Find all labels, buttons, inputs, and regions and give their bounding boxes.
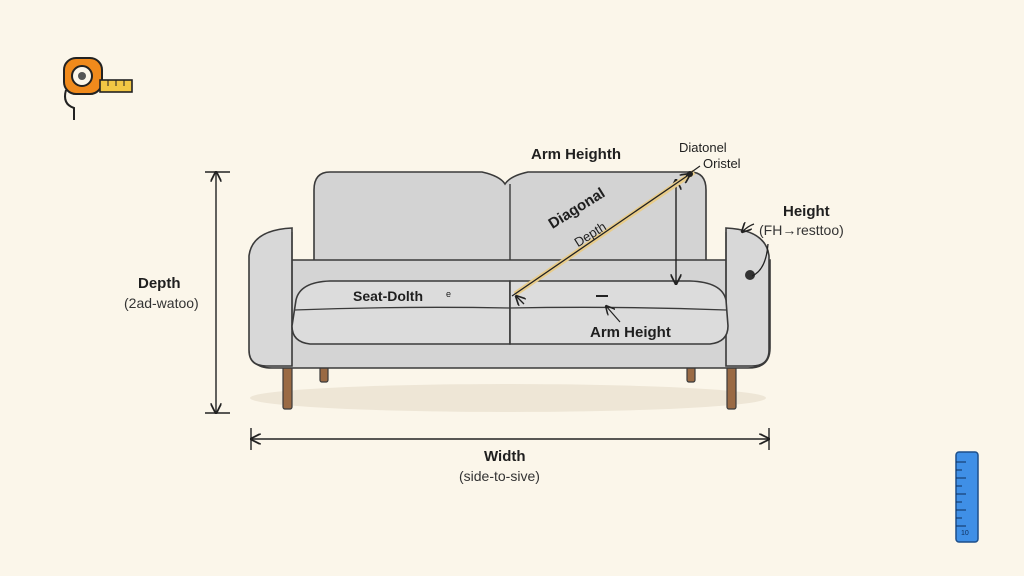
width-sublabel: (side-to-sive) — [459, 468, 540, 484]
height-pointer-line — [751, 243, 769, 277]
arm-button — [745, 270, 755, 280]
seat-depth-suffix: e — [446, 289, 452, 299]
height-sublabel: (FH→resttoo) — [759, 222, 844, 238]
width-dimension-line — [251, 428, 769, 450]
diagonal-depth-line — [511, 165, 701, 297]
arm-height-top-label: Arm Heighth — [531, 146, 621, 163]
seat-cushion-right — [509, 280, 729, 345]
depth-label: Depth — [138, 275, 181, 292]
tape-measure-icon — [63, 57, 133, 120]
diagonal-top-label-line1: Diatonel — [679, 140, 727, 155]
diagonal-top-label-line2: Oristel — [703, 156, 741, 171]
sofa-left-arm — [248, 227, 293, 367]
depth-dimension-line — [205, 172, 230, 413]
seat-pointer-arrow — [516, 296, 524, 304]
seat-depth-label: Seat-Dolth — [353, 288, 423, 304]
ruler-icon — [955, 451, 979, 543]
seat-cushion-piping — [293, 306, 727, 311]
height-pointer-arrow — [742, 224, 755, 232]
arm-height-seat-arrow — [606, 306, 621, 323]
arm-height-seat-label: Arm Height — [590, 324, 671, 341]
ruler-mark-label: 10 — [961, 530, 969, 537]
floor-shadow — [250, 384, 766, 412]
height-label: Height — [783, 203, 830, 220]
depth-sublabel: (2ad-watoo) — [124, 295, 199, 311]
width-label: Width — [484, 448, 526, 465]
sofa-right-arm — [725, 227, 770, 367]
